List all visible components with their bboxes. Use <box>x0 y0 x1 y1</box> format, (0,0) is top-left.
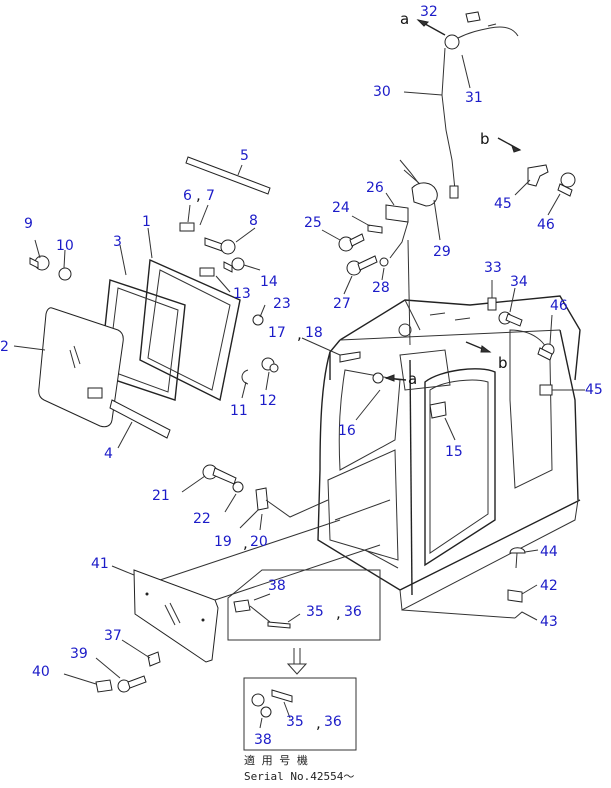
label-40: 40 <box>32 664 50 680</box>
sep-36-upper: , <box>336 604 341 622</box>
letter-a-top: a <box>400 10 409 28</box>
label-1: 1 <box>142 214 151 230</box>
label-45-top: 45 <box>494 196 512 212</box>
label-46-top: 46 <box>537 217 555 233</box>
sep-36-lower: , <box>316 714 321 732</box>
sep-6-7: , <box>196 186 201 204</box>
label-17: 17 <box>268 325 286 341</box>
inset-box-upper <box>227 569 381 675</box>
label-38-lower: 38 <box>254 732 272 748</box>
label-31: 31 <box>465 90 483 106</box>
label-37: 37 <box>104 628 122 644</box>
label-33: 33 <box>484 260 502 276</box>
label-11: 11 <box>230 403 248 419</box>
right-parts <box>339 280 585 621</box>
label-2: 2 <box>0 339 9 355</box>
label-18: 18 <box>305 325 323 341</box>
label-45: 45 <box>585 382 603 398</box>
label-19: 19 <box>214 534 232 550</box>
label-41: 41 <box>91 556 109 572</box>
label-6: 6 <box>183 188 192 204</box>
label-26: 26 <box>366 180 384 196</box>
leader-lines <box>13 164 456 601</box>
label-9: 9 <box>24 216 33 232</box>
label-15: 15 <box>445 444 463 460</box>
label-24: 24 <box>332 200 350 216</box>
harness <box>321 11 576 346</box>
label-44: 44 <box>540 544 558 560</box>
label-23: 23 <box>273 296 291 312</box>
label-35-upper: 35 <box>306 604 324 620</box>
label-32: 32 <box>420 4 438 20</box>
label-35-lower: 35 <box>286 714 304 730</box>
sep-20: , <box>243 534 248 552</box>
label-46: 46 <box>550 298 568 314</box>
label-36-upper: 36 <box>344 604 362 620</box>
cab-body <box>317 295 581 611</box>
label-28: 28 <box>372 280 390 296</box>
label-20: 20 <box>250 534 268 550</box>
label-14: 14 <box>260 274 278 290</box>
serial-note-text: Serial No.42554～ <box>244 770 354 783</box>
label-4: 4 <box>104 446 113 462</box>
view-letters: a b a b <box>400 10 508 388</box>
letter-a-mid: a <box>408 370 417 388</box>
label-12: 12 <box>259 393 277 409</box>
label-34: 34 <box>510 274 528 290</box>
label-7: 7 <box>206 188 215 204</box>
serial-note: 適 用 号 機 Serial No.42554～ <box>244 753 354 783</box>
label-13: 13 <box>233 286 251 302</box>
label-3: 3 <box>113 234 122 250</box>
letter-b-top: b <box>480 130 490 148</box>
label-43: 43 <box>540 614 558 630</box>
part-labels: 5 6 , 7 8 9 10 3 1 2 4 14 13 23 17 , 18 … <box>0 4 603 748</box>
label-36-lower: 36 <box>324 714 342 730</box>
inset-box-lower <box>243 677 357 751</box>
label-42: 42 <box>540 578 558 594</box>
label-25: 25 <box>304 215 322 231</box>
label-21: 21 <box>152 488 170 504</box>
door-glass <box>63 565 219 693</box>
label-39: 39 <box>70 646 88 662</box>
label-38-upper: 38 <box>268 578 286 594</box>
serial-note-jp: 適 用 号 機 <box>244 753 308 767</box>
label-29: 29 <box>433 244 451 260</box>
label-22: 22 <box>193 511 211 527</box>
label-5: 5 <box>240 148 249 164</box>
label-8: 8 <box>249 213 258 229</box>
label-10: 10 <box>56 238 74 254</box>
label-16: 16 <box>338 423 356 439</box>
window-assembly <box>29 156 279 439</box>
label-27: 27 <box>333 296 351 312</box>
letter-b-mid: b <box>498 354 508 372</box>
sep-18: , <box>297 325 302 343</box>
label-30: 30 <box>373 84 391 100</box>
